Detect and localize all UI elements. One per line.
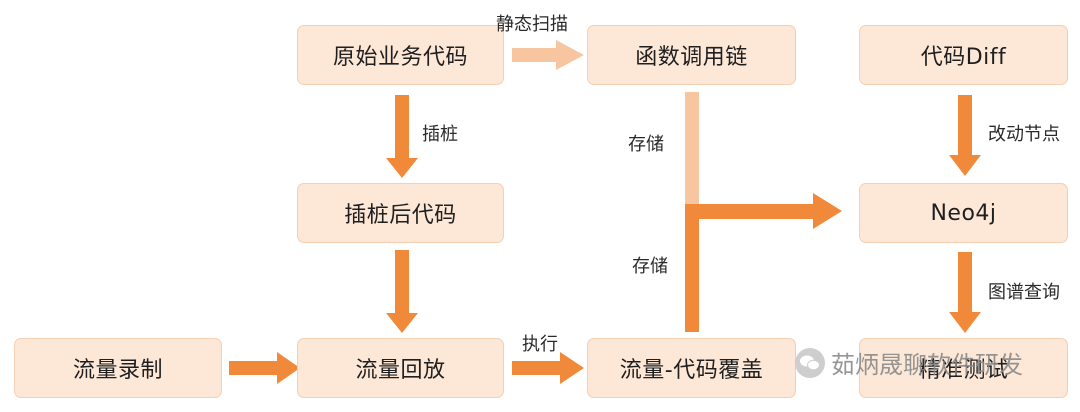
node-traffic-record: 流量录制 (14, 338, 222, 398)
arrow-store-from-call-chain (685, 92, 699, 212)
arrow-to-replay (386, 250, 418, 333)
arrow-store-from-coverage (685, 204, 699, 332)
label-instrument: 插桩 (422, 124, 458, 145)
wechat-icon (795, 347, 825, 378)
label-store-top: 存储 (628, 134, 664, 155)
arrow-store-to-neo4j (685, 193, 842, 229)
watermark-text: 茹炳晟聊软件研发 (831, 351, 1023, 379)
node-neo4j: Neo4j (859, 183, 1068, 243)
label-execute: 执行 (522, 334, 558, 355)
node-instrumented-code: 插桩后代码 (297, 183, 504, 243)
arrow-instrument (386, 95, 418, 178)
node-traffic-replay: 流量回放 (297, 338, 504, 398)
arrow-change-points (949, 95, 981, 176)
arrow-execute (512, 352, 584, 384)
node-code-diff: 代码Diff (859, 25, 1068, 85)
arrow-graph-query (949, 252, 981, 333)
arrow-record-to-replay (229, 352, 300, 384)
arrow-static-scan (512, 40, 584, 70)
watermark: 茹炳晟聊软件研发 (795, 345, 1023, 380)
label-change-points: 改动节点 (988, 124, 1060, 145)
node-coverage: 流量-代码覆盖 (587, 338, 796, 398)
node-call-chain: 函数调用链 (587, 25, 796, 85)
label-store-bottom: 存储 (632, 256, 668, 277)
node-precise-test: 精准测试 (859, 338, 1068, 398)
label-static-scan: 静态扫描 (496, 14, 568, 35)
label-graph-query: 图谱查询 (988, 282, 1060, 303)
node-original-code: 原始业务代码 (297, 25, 504, 85)
